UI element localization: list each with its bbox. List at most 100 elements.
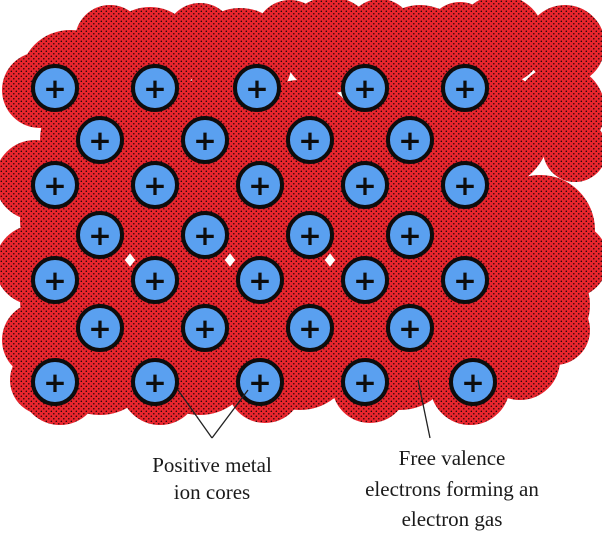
ion-core-circle [31,64,79,112]
electron-gas-region [0,0,602,425]
plus-charge-icon: + [298,312,321,345]
plus-charge-icon: + [353,366,376,399]
positive-ion-core: + [131,161,179,209]
positive-ion-core: + [441,64,489,112]
ion-core-circle [286,211,334,259]
ion-core-circle [181,116,229,164]
positive-ion-core: + [131,64,179,112]
positive-ion-core: + [286,304,334,352]
positive-ion-core: + [386,304,434,352]
electron-gas-lobe [427,2,493,68]
plus-charge-icon: + [248,264,271,297]
ion-core-circle [31,358,79,406]
electron-gas-label-line2: electrons forming an [365,477,539,501]
ion-core-circle [131,161,179,209]
plus-charge-icon: + [453,264,476,297]
plus-charge-icon: + [353,72,376,105]
ion-core-circle [386,211,434,259]
ion-core-circle [341,256,389,304]
positive-ion-core: + [233,64,281,112]
plus-charge-icon: + [193,219,216,252]
positive-ion-core: + [236,256,284,304]
ion-core-circle [386,116,434,164]
positive-ion-core: + [236,161,284,209]
ion-core-circle [236,256,284,304]
ion-cores-label-line1: Positive metal [152,453,272,477]
ion-core-circle [441,256,489,304]
ion-core-circle [449,358,497,406]
ion-core-circle [181,304,229,352]
plus-charge-icon: + [143,264,166,297]
plus-charge-icon: + [143,72,166,105]
positive-ion-core: + [181,116,229,164]
plus-charge-icon: + [453,72,476,105]
ion-core-circle [131,64,179,112]
positive-ion-core: + [441,161,489,209]
positive-ion-core: + [441,256,489,304]
positive-ion-core: + [236,358,284,406]
ion-core-circle [341,161,389,209]
positive-ion-core: + [131,358,179,406]
ion-core-circle [286,304,334,352]
electron-gas-lobe [480,320,560,400]
plus-charge-icon: + [248,366,271,399]
ion-core-circle [386,304,434,352]
electron-gas-label-line3: electron gas [402,507,503,531]
plus-charge-icon: + [398,219,421,252]
plus-charge-icon: + [298,219,321,252]
electron-gas-label-line1: Free valence [399,446,506,470]
plus-charge-icon: + [298,124,321,157]
ion-core-circle [341,358,389,406]
electron-gas-lobe [525,5,602,85]
ion-core-circle [441,64,489,112]
plus-charge-icon: + [248,169,271,202]
positive-ion-core: + [31,256,79,304]
plus-charge-icon: + [43,264,66,297]
ion-core-circle [76,211,124,259]
ion-cores-label-line2: ion cores [174,480,250,504]
plus-charge-icon: + [245,72,268,105]
positive-ion-core: + [286,116,334,164]
ion-core-circle [236,358,284,406]
ion-core-circle [31,256,79,304]
plus-charge-icon: + [353,264,376,297]
plus-charge-icon: + [461,366,484,399]
plus-charge-icon: + [143,169,166,202]
plus-charge-icon: + [43,72,66,105]
plus-charge-icon: + [143,366,166,399]
ion-cores-lattice: ++++++++++++++++++++++++++++++++ [31,64,497,406]
plus-charge-icon: + [453,169,476,202]
positive-ion-core: + [449,358,497,406]
electron-gas-lobe [165,3,235,73]
ion-cores-pointer [177,389,249,439]
positive-ion-core: + [386,116,434,164]
positive-ion-core: + [341,64,389,112]
ion-core-circle [441,161,489,209]
ion-core-circle [31,161,79,209]
ion-core-circle [341,64,389,112]
positive-ion-core: + [341,256,389,304]
positive-ion-core: + [131,256,179,304]
electron-gas-lobe [532,222,602,298]
electron-gas-lobe [255,0,325,70]
ion-core-circle [233,64,281,112]
positive-ion-core: + [181,304,229,352]
ion-core-circle [131,358,179,406]
electron-gas-lobe [75,5,145,75]
plus-charge-icon: + [88,219,111,252]
ion-core-circle [76,116,124,164]
ion-core-circle [286,116,334,164]
ion-core-circle [76,304,124,352]
ion-core-circle [181,211,229,259]
positive-ion-core: + [76,116,124,164]
positive-ion-core: + [76,304,124,352]
positive-ion-core: + [386,211,434,259]
ion-core-circle [236,161,284,209]
positive-ion-core: + [31,161,79,209]
electron-gas-pointer [417,379,431,439]
plus-charge-icon: + [193,124,216,157]
positive-ion-core: + [341,358,389,406]
electron-gas-lobe [347,0,413,65]
positive-ion-core: + [341,161,389,209]
